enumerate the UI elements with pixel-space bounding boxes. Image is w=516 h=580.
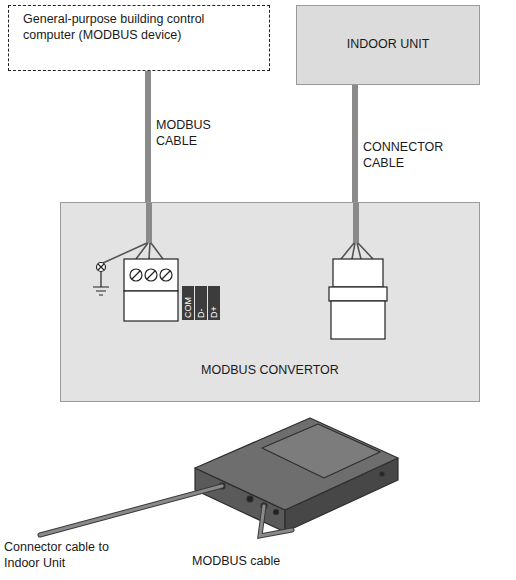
socket bbox=[331, 301, 385, 339]
device-top bbox=[195, 418, 398, 510]
modbus-wires bbox=[103, 203, 163, 263]
device-lid bbox=[262, 424, 380, 478]
connector-cable-drawing bbox=[40, 486, 222, 535]
cable-end bbox=[353, 203, 359, 243]
cable-connector bbox=[145, 71, 151, 202]
terminal-base bbox=[124, 291, 178, 321]
indoor-unit-box: INDOOR UNIT bbox=[296, 5, 480, 85]
modbus-cable-drawing bbox=[260, 506, 292, 536]
device-port bbox=[247, 496, 253, 502]
ground-symbol bbox=[93, 263, 109, 296]
plug-collar bbox=[329, 287, 387, 301]
screw-slot bbox=[132, 271, 170, 279]
device-port bbox=[274, 510, 279, 515]
converter-panel: MODBUS CONVERTOR bbox=[60, 202, 480, 402]
wire bbox=[341, 243, 373, 259]
cable-outline bbox=[40, 486, 222, 535]
cable-connector bbox=[352, 85, 358, 202]
device-led bbox=[380, 472, 384, 476]
ground-lines bbox=[93, 264, 109, 295]
node-label: General-purpose building control compute… bbox=[23, 12, 259, 43]
cable-label: CONNECTOR CABLE bbox=[363, 140, 455, 171]
plug-top bbox=[333, 259, 383, 287]
modbus-device-box: General-purpose building control compute… bbox=[8, 5, 270, 71]
terminal-pin-label: COM bbox=[182, 286, 194, 320]
terminal-top bbox=[124, 259, 178, 291]
callout-label: Connector cable to Indoor Unit bbox=[4, 540, 116, 571]
terminal-pin-label: D+ bbox=[208, 286, 220, 320]
terminal-pin-label: D- bbox=[195, 286, 207, 320]
cable-outline bbox=[260, 506, 292, 536]
callout-label: MODBUS cable bbox=[192, 554, 302, 570]
node-label: MODBUS CONVERTOR bbox=[67, 363, 473, 379]
cable-end bbox=[146, 203, 152, 243]
connector-wires bbox=[341, 203, 373, 259]
node-label: INDOOR UNIT bbox=[303, 37, 473, 53]
cable-label: MODBUS CABLE bbox=[156, 118, 228, 149]
converter-device bbox=[195, 418, 398, 532]
cable-connector bbox=[329, 259, 387, 339]
device-cables bbox=[40, 486, 292, 536]
terminal-block bbox=[124, 259, 178, 321]
